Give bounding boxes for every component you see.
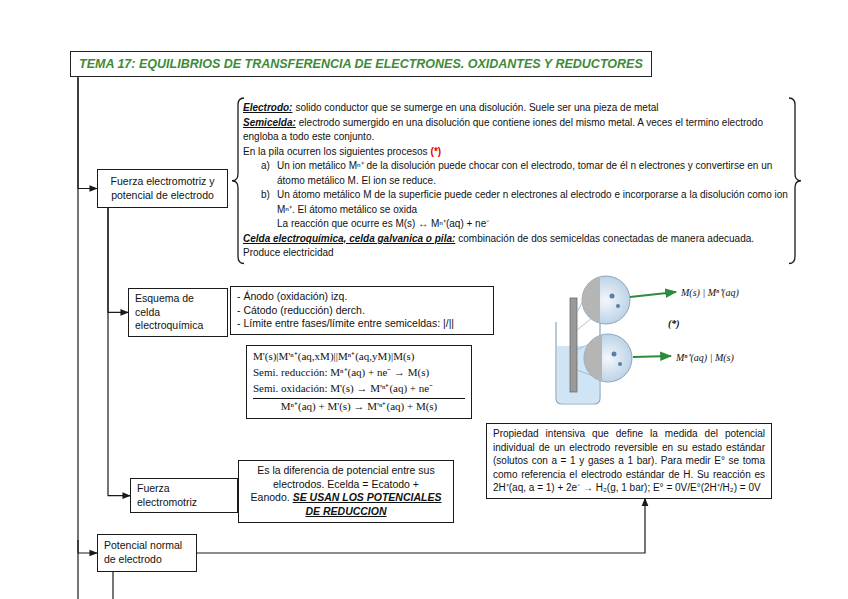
box-text: Potencial normal de electrodo (104, 539, 190, 566)
box-content: Fuerza electromotriz y potencial de elec… (104, 175, 221, 202)
definition-text: Un átomo metálico M de la superficie pue… (277, 188, 789, 217)
box-content: - Ánodo (oxidación) izq.- Cátodo (reducc… (237, 290, 487, 331)
title-text: TEMA 17: EQUILIBRIOS DE TRANSFERENCIA DE… (79, 56, 643, 72)
box-content: TEMA 17: EQUILIBRIOS DE TRANSFERENCIA DE… (79, 56, 643, 72)
leader-arrow (633, 356, 671, 357)
box-content: Fuerza electromotriz (137, 482, 231, 509)
box-text: - Ánodo (oxidación) izq. (237, 290, 487, 304)
illustration-label: Mⁿ⁺(aq) | M(s) (676, 350, 734, 364)
term-heading: Celda electroquímica, celda galvanica o … (243, 233, 455, 244)
box-text: - Cátodo (reducción) derch. (237, 304, 487, 318)
box-content: Potencial normal de electrodo (104, 539, 190, 566)
concept-box: Fuerza electromotriz (130, 478, 238, 513)
beaker-illustration (556, 274, 676, 404)
leader-arrow (630, 292, 676, 297)
box-content: Es la diferencia de potencial entre sus … (245, 464, 447, 519)
connector-arrow (108, 208, 128, 312)
definition-line: Semicelda:electrodo sumergido en una dis… (243, 116, 789, 145)
trunk-line (112, 572, 113, 599)
definition-line: Celda electroquímica, celda galvanica o … (243, 232, 789, 261)
box-text: - Límite entre fases/límite entre semice… (237, 317, 487, 331)
connector-arrow (78, 77, 97, 188)
concept-box: Fuerza electromotriz y potencial de elec… (97, 169, 228, 208)
definition-text: electrodo sumergido en una disolución qu… (243, 117, 763, 143)
definition-text: En la pila ocurren los siguientes proces… (243, 146, 428, 157)
curly-brace (789, 98, 801, 264)
box-text: M'(s)|M'ⁿ⁺(aq,xM)||Mⁿ⁺(aq,yM)|M(s) (253, 349, 465, 365)
definition-text: solido conductor que se sumerge en una d… (295, 102, 658, 113)
box-content: Esquema de celda electroquímica (135, 292, 221, 333)
illustration-label: (*) (668, 318, 680, 329)
concept-box: Potencial normal de electrodo (97, 534, 197, 572)
term-heading: Electrodo: (243, 102, 292, 113)
definition-text: Un ion metálico Mⁿ⁺ de la disolución pue… (277, 159, 789, 188)
box-content: Propiedad intensiva que define la medida… (493, 427, 765, 495)
connector-arrow (78, 77, 97, 553)
definition-block: Electrodo:solido conductor que se sumerg… (243, 101, 789, 261)
connector-arrow (108, 208, 130, 496)
term-heading: Semicelda: (243, 117, 296, 128)
definition-text: a) (261, 159, 277, 188)
definition-line: b)Un átomo metálico M de la superficie p… (243, 188, 789, 217)
definition-line: En la pila ocurren los siguientes proces… (243, 145, 789, 160)
definition-text: (*) (431, 146, 442, 157)
definition-text: La reacción que ocurre es M(s) ↔ Mⁿ⁺(aq)… (277, 218, 489, 229)
box-text: Mⁿ⁺(aq) + M'(s) → M'ⁿ⁺(aq) + M(s) (253, 398, 465, 415)
curly-brace (232, 98, 244, 264)
box-text: Fuerza electromotriz y potencial de elec… (104, 175, 221, 202)
illustration-label: M(s) | Mⁿ⁺(aq) (681, 285, 739, 299)
box-content: M'(s)|M'ⁿ⁺(aq,xM)||Mⁿ⁺(aq,yM)|M(s)Semi. … (253, 349, 465, 415)
concept-box: Es la diferencia de potencial entre sus … (238, 460, 454, 523)
box-text: Esquema de celda electroquímica (135, 292, 221, 333)
definition-line: La reacción que ocurre es M(s) ↔ Mⁿ⁺(aq)… (243, 217, 789, 232)
definition-line: Electrodo:solido conductor que se sumerg… (243, 101, 789, 116)
brace-layer (232, 98, 801, 264)
box-text: Fuerza electromotriz (137, 482, 231, 509)
title-box: TEMA 17: EQUILIBRIOS DE TRANSFERENCIA DE… (70, 51, 652, 77)
concept-box: M'(s)|M'ⁿ⁺(aq,xM)||Mⁿ⁺(aq,yM)|M(s)Semi. … (246, 345, 472, 419)
box-text: SE USAN LOS POTENCIALES DE REDUCCION (293, 491, 442, 517)
definition-text: b) (261, 188, 277, 217)
concept-box: Propiedad intensiva que define la medida… (486, 423, 772, 499)
box-text: Propiedad intensiva que define la medida… (493, 427, 765, 495)
concept-box: - Ánodo (oxidación) izq.- Cátodo (reducc… (230, 286, 494, 335)
box-text: Semi. reducción: Mⁿ⁺(aq) + ne⁻ → M(s) (253, 365, 465, 381)
concept-box: Esquema de celda electroquímica (128, 288, 228, 337)
definition-line: a)Un ion metálico Mⁿ⁺ de la disolución p… (243, 159, 789, 188)
box-text: Semi. oxidación: M'(s) → M'ⁿ⁺(aq) + ne⁻ (253, 381, 465, 397)
